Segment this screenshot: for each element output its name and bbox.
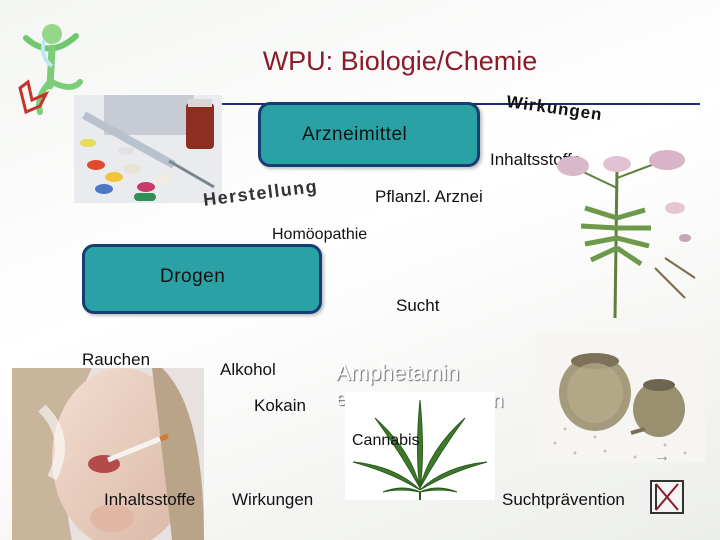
wirkungen-label: Wirkungen [505, 92, 604, 125]
drogen-label: Drogen [160, 266, 226, 287]
school-logo-icon [18, 24, 83, 115]
heroin-prefix-label: e [336, 388, 348, 410]
cannabis-leaf-image [345, 392, 495, 500]
cannabis-label: Cannabis [352, 432, 420, 449]
slide-title: WPU: Biologie/Chemie [262, 46, 538, 76]
homoeopathie-label: Homöopathie [272, 226, 368, 243]
suchtpraevention-label: Suchtprävention [502, 490, 625, 509]
sucht-label: Sucht [396, 296, 440, 315]
drogen-box[interactable] [82, 244, 322, 314]
forward-arrow-icon[interactable]: → [654, 448, 670, 465]
amphetamin-label: Amphetamin [336, 360, 460, 385]
poppy-seed-capsules-photo [535, 333, 705, 463]
valerian-plant-illustration [555, 148, 705, 318]
wirkungen-bottom-label: Wirkungen [232, 490, 314, 509]
pills-photo [74, 95, 222, 203]
arzneimittel-box[interactable] [258, 102, 480, 167]
kokain-label: Kokain [254, 396, 306, 415]
pflanzl-arznei-label: Pflanzl. Arznei [375, 187, 483, 206]
alkohol-label: Alkohol [220, 360, 276, 379]
smoking-woman-photo [12, 368, 204, 540]
end-slide-button[interactable] [650, 480, 684, 514]
inhaltsstoffe-bottom-label: Inhaltsstoffe [104, 490, 196, 509]
arzneimittel-label: Arzneimittel [302, 124, 408, 145]
rauchen-label: Rauchen [82, 350, 151, 369]
end-slide-icon [655, 483, 679, 511]
